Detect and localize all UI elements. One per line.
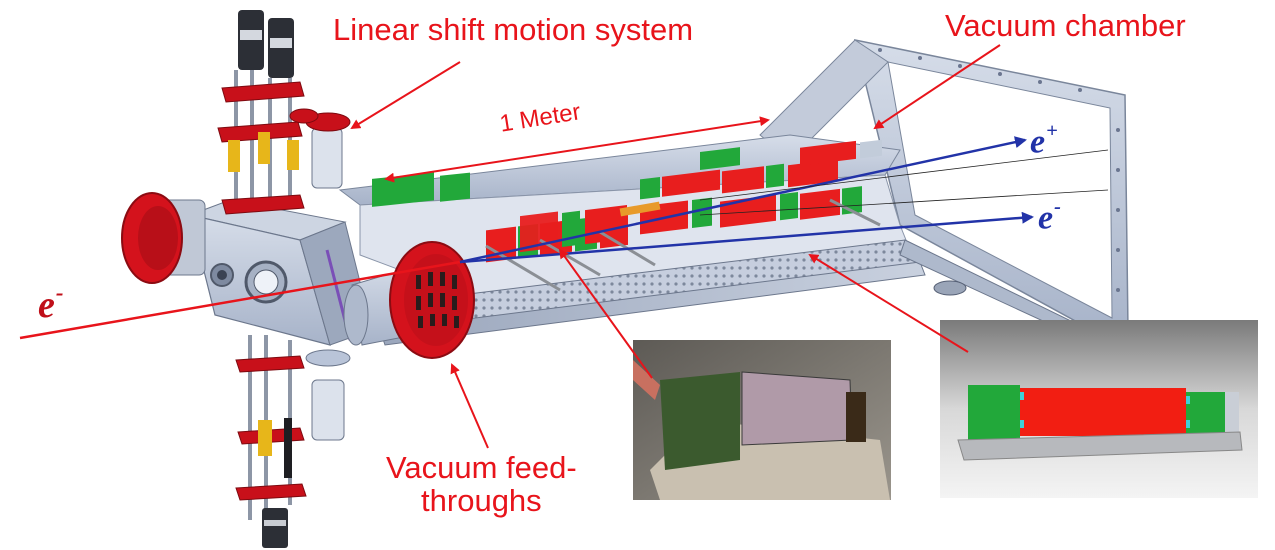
arrow-linear-shift: [350, 61, 461, 130]
label-feedthroughs: Vacuum feed- throughs: [386, 450, 577, 518]
beam-electron-incoming: [19, 260, 461, 340]
arrow-photo-right: [808, 253, 969, 353]
label-linear-shift: Linear shift motion system: [333, 12, 694, 47]
lower-actuators: [235, 335, 351, 548]
arrow-one-meter: [384, 116, 770, 183]
module-photo-right: [940, 320, 1258, 498]
label-positron: e+: [1030, 120, 1058, 161]
electron-in-charge: -: [55, 280, 64, 305]
module-photo-left: [633, 340, 891, 500]
label-feedthroughs-line1: Vacuum feed-: [386, 450, 577, 485]
label-feedthroughs-line2: throughs: [421, 482, 542, 518]
electron-in-symbol: e: [38, 284, 55, 327]
arrow-vacuum-chamber: [873, 44, 1001, 130]
arrow-feedthroughs: [450, 363, 489, 449]
callout-arrows: [350, 44, 1001, 449]
particle-beams: [19, 136, 1109, 340]
label-vacuum-chamber: Vacuum chamber: [945, 8, 1186, 43]
beam-positron: [459, 136, 1027, 264]
electron-out-charge: -: [1054, 196, 1061, 218]
label-electron-outgoing: e-: [1038, 196, 1061, 237]
beam-electron-outgoing: [459, 211, 1034, 264]
feedthrough-assembly: [343, 241, 475, 359]
left-flange: [121, 192, 206, 284]
linear-shift-actuators: [217, 10, 351, 215]
electron-out-symbol: e: [1038, 199, 1054, 237]
vacuum-chamber: [338, 39, 1129, 346]
positron-charge: +: [1046, 120, 1058, 142]
arrow-photo-left: [558, 248, 653, 379]
positron-symbol: e: [1030, 123, 1046, 161]
label-electron-incoming: e-: [38, 280, 63, 327]
